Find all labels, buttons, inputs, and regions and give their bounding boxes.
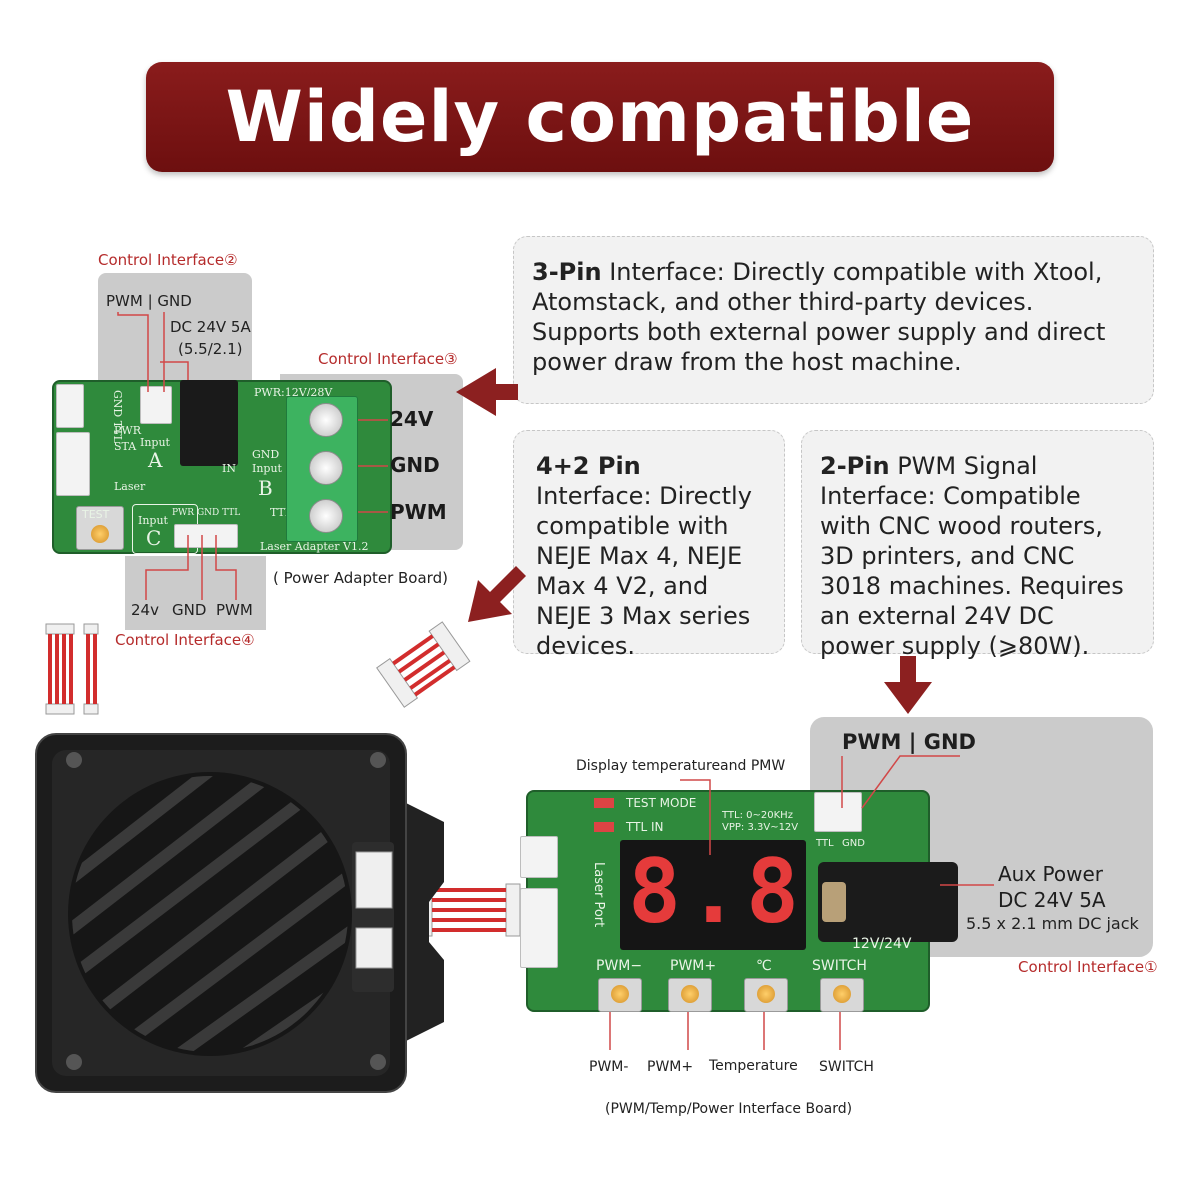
silk-in: IN <box>222 462 236 475</box>
laser-port-connector-bottom <box>520 888 558 968</box>
silk-sta: STA <box>114 440 137 453</box>
terminal-label-pwm: PWM <box>390 500 447 524</box>
display-digits: 8.8.8. <box>628 840 806 943</box>
laser-port-connector-top <box>520 836 558 878</box>
silk-c: C <box>146 526 162 550</box>
adapter-board-caption: ( Power Adapter Board) <box>273 569 448 587</box>
pwm-gnd-header <box>814 792 862 832</box>
silk-b: B <box>258 476 273 500</box>
silk-laser-port: Laser Port <box>591 862 606 928</box>
two-pin-info-box: 2-Pin PWM Signal Interface: Compatible w… <box>801 430 1154 660</box>
pwm-interface-board: TEST MODE TTL IN TTL: 0~20KHz VPP: 3.3V~… <box>520 790 958 1012</box>
four-two-pin-title: 4+2 Pin <box>536 452 641 480</box>
silk-pwr-gnd-ttl: PWR GND TTL <box>172 508 241 518</box>
control-interface-4-label: Control Interface④ <box>115 631 255 649</box>
screw-24v <box>309 403 343 437</box>
dc-jack-pin <box>822 882 846 922</box>
control-interface-2-label: Control Interface② <box>98 251 238 269</box>
switch-button[interactable] <box>820 978 864 1012</box>
silk-version: Laser Adapter V1.2 <box>260 540 369 553</box>
button-label-switch: SWITCH <box>819 1059 874 1075</box>
pwm-minus-cap <box>611 985 629 1003</box>
ttl-in-led <box>594 822 614 832</box>
control-interface-3-label: Control Interface③ <box>318 350 458 368</box>
pwm-board-caption: (PWM/Temp/Power Interface Board) <box>605 1101 853 1117</box>
cable-bundle-left-icon <box>45 623 99 715</box>
cable-bundle-diagonal-icon <box>376 621 471 708</box>
silk-input-c: Input <box>138 514 168 527</box>
screw-pwm <box>309 499 343 533</box>
silk-ttl-range: TTL: 0~20KHz <box>722 810 793 821</box>
c-label-gnd: GND <box>172 601 207 619</box>
aux-power-line1: Aux Power <box>998 862 1104 886</box>
three-pin-title: 3-Pin <box>532 258 602 286</box>
silk-input-a: Input <box>140 436 170 449</box>
silk-btn-pwm-plus: PWM+ <box>670 958 717 974</box>
switch-cap <box>833 985 851 1003</box>
test-mode-led <box>594 798 614 808</box>
button-label-pwm-plus: PWM+ <box>647 1059 694 1075</box>
silk-btn-temp: ℃ <box>756 958 772 974</box>
arrow-down-left-icon <box>468 566 526 622</box>
laser-module-fan-housing <box>35 733 444 1093</box>
banner-title: Widely compatible <box>225 76 975 158</box>
four-two-pin-info-box: 4+2 Pin Interface: Directly compatible w… <box>513 430 785 660</box>
c-label-24v: 24v <box>131 601 159 619</box>
terminal-label-gnd: GND <box>390 453 440 477</box>
title-banner: Widely compatible <box>146 62 1054 172</box>
silk-laser: Laser <box>114 480 146 493</box>
dc-spec-line1: DC 24V 5A <box>170 318 251 336</box>
silk-voltage: 12V/24V <box>852 936 912 952</box>
three-pin-text: Interface: Directly compatible with Xtoo… <box>532 258 1106 376</box>
c-label-pwm: PWM <box>216 601 253 619</box>
silk-btn-pwm-minus: PWM− <box>596 958 643 974</box>
pwm-plus-cap <box>681 985 699 1003</box>
pwm-gnd-connector <box>140 386 172 424</box>
silk-ttl-pin: TTL <box>816 838 834 849</box>
silk-test: TEST <box>82 508 110 521</box>
test-button[interactable] <box>76 506 124 550</box>
silk-ttl-in: TTL IN <box>626 820 664 834</box>
arrow-down-icon <box>884 656 932 714</box>
button-label-temperature: Temperature <box>709 1058 798 1074</box>
silk-pwr: PWR:12V/28V <box>254 386 333 399</box>
aux-power-line2: DC 24V 5A <box>998 888 1106 912</box>
silk-pwr-s: PWR <box>114 424 141 437</box>
dc-spec-line2: (5.5/2.1) <box>178 340 243 358</box>
led-display: 8.8.8. <box>620 840 806 950</box>
side-connector-top <box>56 384 84 428</box>
pwm-gnd-label: PWM | GND <box>106 292 192 310</box>
pwm-plus-button[interactable] <box>668 978 712 1012</box>
dc-jack-aux <box>818 862 958 942</box>
silk-vpp: VPP: 3.3V~12V <box>722 822 799 833</box>
temperature-cap <box>757 985 775 1003</box>
silk-a: A <box>148 448 163 472</box>
pwm-gnd-bold-label: PWM | GND <box>842 730 976 754</box>
silk-btn-switch: SWITCH <box>812 958 867 974</box>
two-pin-text: PWM Signal Interface: Compatible with CN… <box>820 452 1124 660</box>
aux-power-line3: 5.5 x 2.1 mm DC jack <box>966 914 1139 933</box>
silk-input-b: Input <box>252 462 282 475</box>
test-button-cap <box>91 525 109 543</box>
pwm-minus-button[interactable] <box>598 978 642 1012</box>
three-pin-info-box: 3-Pin Interface: Directly compatible wit… <box>513 236 1154 404</box>
terminal-label-24v: 24V <box>390 407 434 431</box>
silk-gnd: GND <box>252 448 280 461</box>
side-connector-bottom <box>56 432 90 496</box>
silk-test-mode: TEST MODE <box>626 796 697 810</box>
two-pin-title: 2-Pin <box>820 452 890 480</box>
screw-terminal-block <box>286 396 358 542</box>
temperature-button[interactable] <box>744 978 788 1012</box>
dc-jack <box>180 380 238 466</box>
button-label-pwm-minus: PWM- <box>589 1059 629 1075</box>
input-c-connector <box>174 524 238 548</box>
arrow-left-icon <box>456 368 518 416</box>
screw-gnd <box>309 451 343 485</box>
four-two-pin-text: Interface: Directly compatible with NEJE… <box>536 482 752 660</box>
silk-gnd-pin: GND <box>842 838 865 849</box>
display-label: Display temperatureand PMW <box>576 758 786 774</box>
control-interface-1-label: Control Interface① <box>1018 958 1158 976</box>
